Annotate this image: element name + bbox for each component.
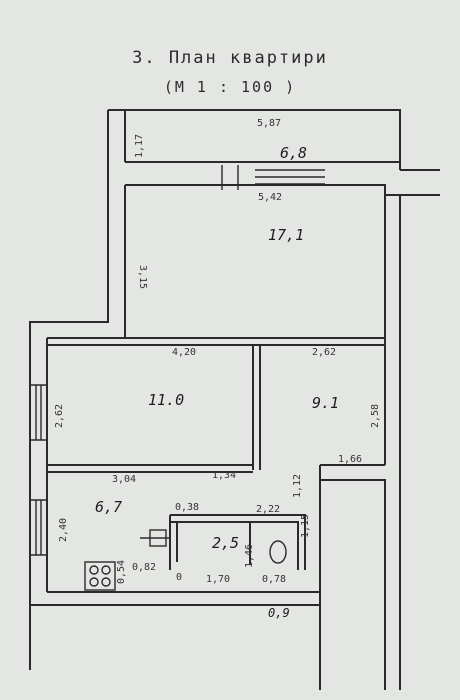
dim-living-width: 5,42: [258, 192, 282, 203]
dim-top: 5,87: [257, 118, 281, 129]
dim-bedroom-height: 2,62: [54, 404, 65, 428]
dim-right-lower: 1,66: [338, 454, 362, 465]
area-bedroom: 11.0: [148, 391, 184, 409]
area-kitchen: 6,7: [95, 498, 122, 516]
dim-zero: 0: [176, 572, 182, 583]
plan-title: 3. План квартири: [132, 48, 328, 68]
area-small: 0,9: [268, 606, 290, 620]
dim-kitchen-height: 2,40: [58, 518, 69, 542]
dim-stove-gap: 0,82: [132, 562, 156, 573]
stove-icon: [84, 561, 116, 591]
dim-bottom-corridor: 1,70: [206, 574, 230, 585]
area-living: 17,1: [268, 226, 304, 244]
fixtures: [84, 529, 287, 591]
dim-niche: 0,38: [175, 502, 199, 513]
dim-stove: 0,54: [116, 560, 127, 584]
windows: [30, 165, 325, 556]
dim-living-height: 3,15: [137, 265, 148, 289]
dim-bottom-right: 0,78: [262, 574, 286, 585]
room-areas: 6,8 17,1 11.0 9.1 6,7 2,5 0,9: [95, 144, 339, 620]
dim-right-height: 2,58: [370, 404, 381, 428]
plan-scale: (М 1 : 100 ): [163, 78, 297, 96]
dim-left-top: 1,17: [134, 134, 145, 158]
dimension-labels: 5,87 1,17 5,42 3,15 4,20 2,62 2,58 2,62 …: [54, 118, 381, 585]
area-balcony: 6,8: [280, 144, 307, 162]
area-bathroom: 2,5: [212, 534, 239, 552]
dim-corridor-width: 1,34: [212, 470, 236, 481]
dim-bedroom-width: 4,20: [172, 347, 196, 358]
dim-right-width: 2,62: [312, 347, 336, 358]
area-room-right: 9.1: [312, 394, 339, 412]
dim-bath-partition: 1,46: [244, 544, 255, 568]
dim-kitchen-width: 3,04: [112, 474, 136, 485]
walls: [29, 109, 440, 690]
dim-bath-width: 2,22: [256, 504, 280, 515]
dim-bath-height: 1,15: [300, 514, 311, 538]
toilet-icon: [269, 540, 287, 564]
dim-corridor-height: 1,12: [292, 474, 303, 498]
